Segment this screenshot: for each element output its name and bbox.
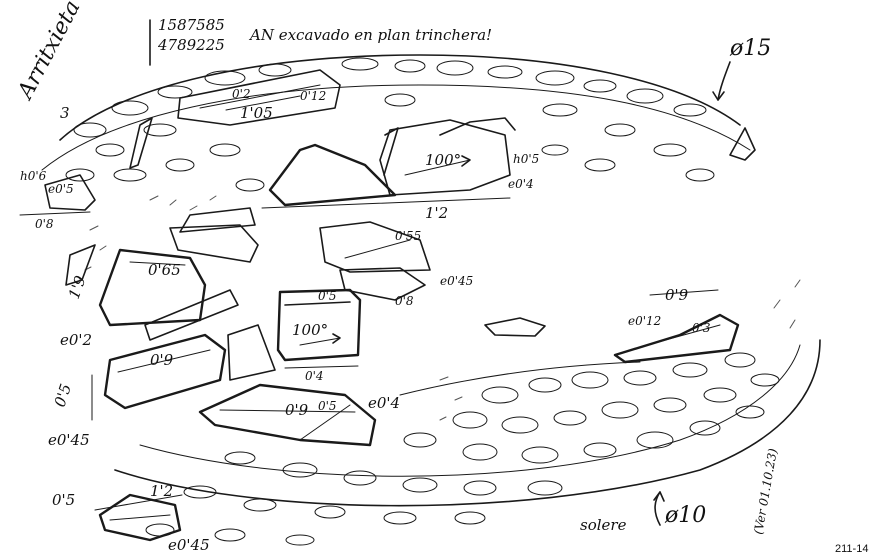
left-lower-dim-3: e0'45	[48, 431, 90, 449]
stone-top-dim-3: 0'12	[300, 89, 326, 103]
left-lower-dim-1: 0'9	[150, 351, 174, 369]
center-mid-dim-2: e0'45	[440, 274, 473, 288]
site-name: Arritxieta	[12, 0, 85, 105]
left-lower-dim-2: 0'5	[51, 382, 75, 410]
right-stone-dim-1: 0'9	[665, 286, 689, 304]
date-label: (Ver 01.10.23)	[751, 447, 780, 535]
center-lower-dim-2: 0'5	[318, 399, 337, 413]
center-slab-angle: 100°	[425, 151, 461, 169]
center-box-dim-1: 0'5	[318, 289, 337, 303]
left-edge-dim-1: h0'6	[20, 169, 47, 183]
stone-left-edge: h0'6 e0'5 0'8	[19, 169, 96, 231]
diameter-label: ø15	[729, 36, 771, 61]
center-slab-length: 1'2	[425, 204, 448, 222]
stone-middle-small	[484, 317, 546, 337]
stone-center-mid: 0'55 e0'45 0'8	[319, 221, 473, 308]
stone-top-dim-1: 0'2	[232, 87, 251, 101]
center-slab-e: e0'4	[508, 177, 534, 191]
page-id: 211-14	[835, 543, 868, 555]
stone-left-upper: 0'65 1'9 e0'2	[60, 244, 239, 349]
left-edge-dim-2: e0'5	[48, 182, 74, 196]
stone-right-ring	[729, 127, 756, 161]
stone-center-box: 0'5 100° 0'4	[276, 288, 362, 383]
coord-y: 4789225	[157, 36, 225, 54]
left-upper-dim-1: 0'65	[148, 261, 181, 279]
right-stone-dim-3: 0'3	[692, 321, 711, 335]
left-edge-dim-3: 0'8	[35, 217, 54, 231]
excavation-note: AN excavado en plan trinchera!	[248, 26, 492, 44]
bottom-left-dim-2: 1'2	[150, 482, 173, 500]
center-lower-dim-3: e0'4	[368, 394, 400, 412]
site-number: 3	[60, 104, 70, 122]
coord-x: 1587585	[158, 16, 225, 34]
stone-bottom-left: 0'5 1'2 e0'45	[52, 482, 210, 554]
right-stone-dim-2: e0'12	[628, 314, 661, 328]
center-mid-dim-1: 0'55	[395, 229, 421, 243]
stone-top-dim-2: 1'05	[240, 104, 273, 122]
bottom-left-dim-3: e0'45	[168, 536, 210, 554]
stone-top-long: 0'2 1'05 0'12	[177, 69, 341, 126]
center-mid-dim-3: 0'8	[395, 294, 414, 308]
stone-center-slab: 100° h0'5 e0'4 1'2	[261, 117, 539, 222]
outer-ring	[41, 54, 821, 546]
ground-label: solere	[580, 516, 627, 534]
left-upper-dim-3: e0'2	[60, 331, 92, 349]
center-box-angle: 100°	[292, 321, 328, 339]
diameter-bottom-label: ø10	[664, 503, 706, 528]
center-lower-dim-1: 0'9	[285, 401, 309, 419]
bottom-left-dim-1: 0'5	[52, 491, 75, 509]
center-slab-h: h0'5	[513, 152, 539, 166]
center-box-dim-2: 0'4	[305, 369, 324, 383]
stone-small-tilt	[129, 117, 153, 169]
stone-center-lower: 0'9 0'5 e0'4	[198, 383, 400, 447]
stone-right: 0'9 e0'12 0'3	[613, 286, 740, 364]
stone-left-upper-rows	[169, 207, 259, 263]
left-upper-dim-2: 1'9	[65, 273, 90, 301]
